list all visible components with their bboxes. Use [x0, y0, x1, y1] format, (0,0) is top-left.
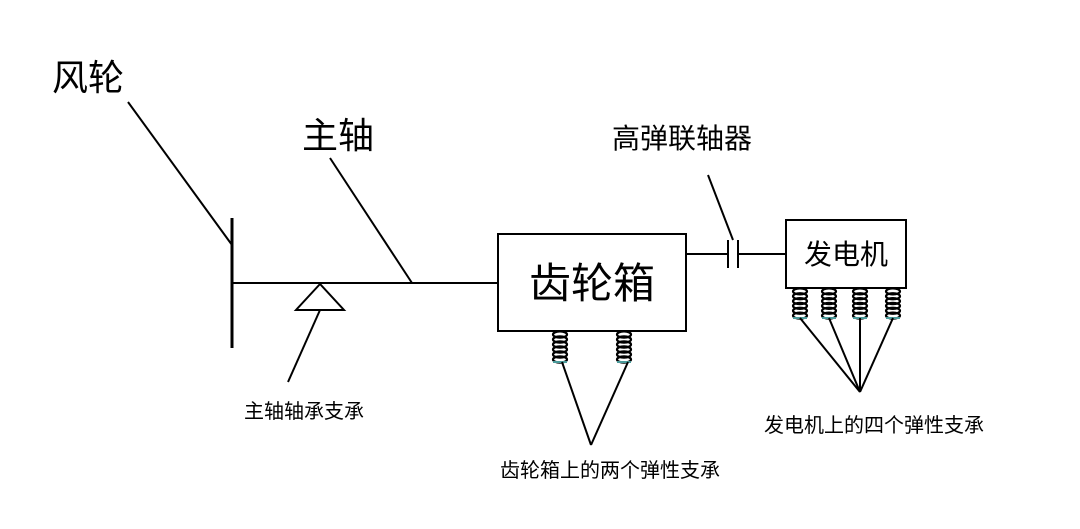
coupling-label: 高弹联轴器	[612, 122, 752, 155]
main-shaft-leader-line	[329, 157, 413, 284]
spring-coil	[820, 287, 838, 296]
spring-coil	[884, 296, 902, 306]
main-bearing-support-label: 主轴轴承支承	[244, 399, 364, 423]
spring-coil	[851, 292, 869, 301]
generator-supports-label: 发电机上的四个弹性支承	[764, 413, 984, 437]
main-bearing-leader-line	[287, 309, 321, 383]
gearbox-supports-label: 齿轮箱上的两个弹性支承	[500, 458, 720, 482]
gearbox-spring-right	[615, 330, 633, 364]
spring-coil	[791, 292, 809, 301]
spring-coil	[851, 306, 869, 315]
generator-spring-3	[851, 287, 869, 320]
spring-coil	[791, 301, 809, 311]
spring-coil	[791, 287, 809, 296]
rotor-leader-line	[127, 101, 233, 246]
spring-coil	[551, 345, 569, 354]
spring-coil	[615, 345, 633, 354]
spring-coil	[820, 296, 838, 306]
spring-coil	[820, 292, 838, 301]
spring-coil	[791, 306, 809, 315]
generator-spring-leader-2	[828, 317, 861, 393]
generator-label: 发电机	[804, 238, 888, 271]
spring-coil	[551, 340, 569, 349]
gearbox-label: 齿轮箱	[529, 259, 655, 308]
spring-coil	[884, 306, 902, 315]
gearbox-spring-leader-left	[561, 361, 592, 446]
gearbox-box	[497, 233, 687, 332]
generator-box	[785, 219, 907, 289]
spring-coil	[615, 340, 633, 349]
spring-coil	[820, 306, 838, 315]
spring-coil	[851, 296, 869, 306]
spring-coil	[615, 330, 633, 339]
generator-spring-leader-4	[859, 317, 894, 393]
generator-spring-4	[884, 287, 902, 320]
gearbox-spring-leader-right	[590, 361, 629, 446]
generator-spring-leader-1	[799, 317, 861, 393]
spring-coil	[615, 335, 633, 344]
spring-coil	[884, 292, 902, 301]
spring-coil	[791, 296, 809, 306]
generator-spring-2	[820, 287, 838, 320]
coupling-leader-line	[707, 174, 734, 241]
spring-coil	[615, 350, 633, 359]
spring-coil	[551, 335, 569, 344]
spring-coil	[851, 301, 869, 311]
main-shaft-label: 主轴	[302, 116, 374, 157]
spring-coil	[551, 350, 569, 359]
spring-coil	[884, 287, 902, 296]
spring-coil	[851, 287, 869, 296]
gearbox-spring-left	[551, 330, 569, 364]
main-bearing-triangle	[293, 282, 347, 311]
spring-coil	[820, 301, 838, 311]
spring-coil	[551, 330, 569, 339]
spring-coil	[884, 301, 902, 311]
generator-spring-1	[791, 287, 809, 320]
rotor-label: 风轮	[52, 58, 124, 99]
